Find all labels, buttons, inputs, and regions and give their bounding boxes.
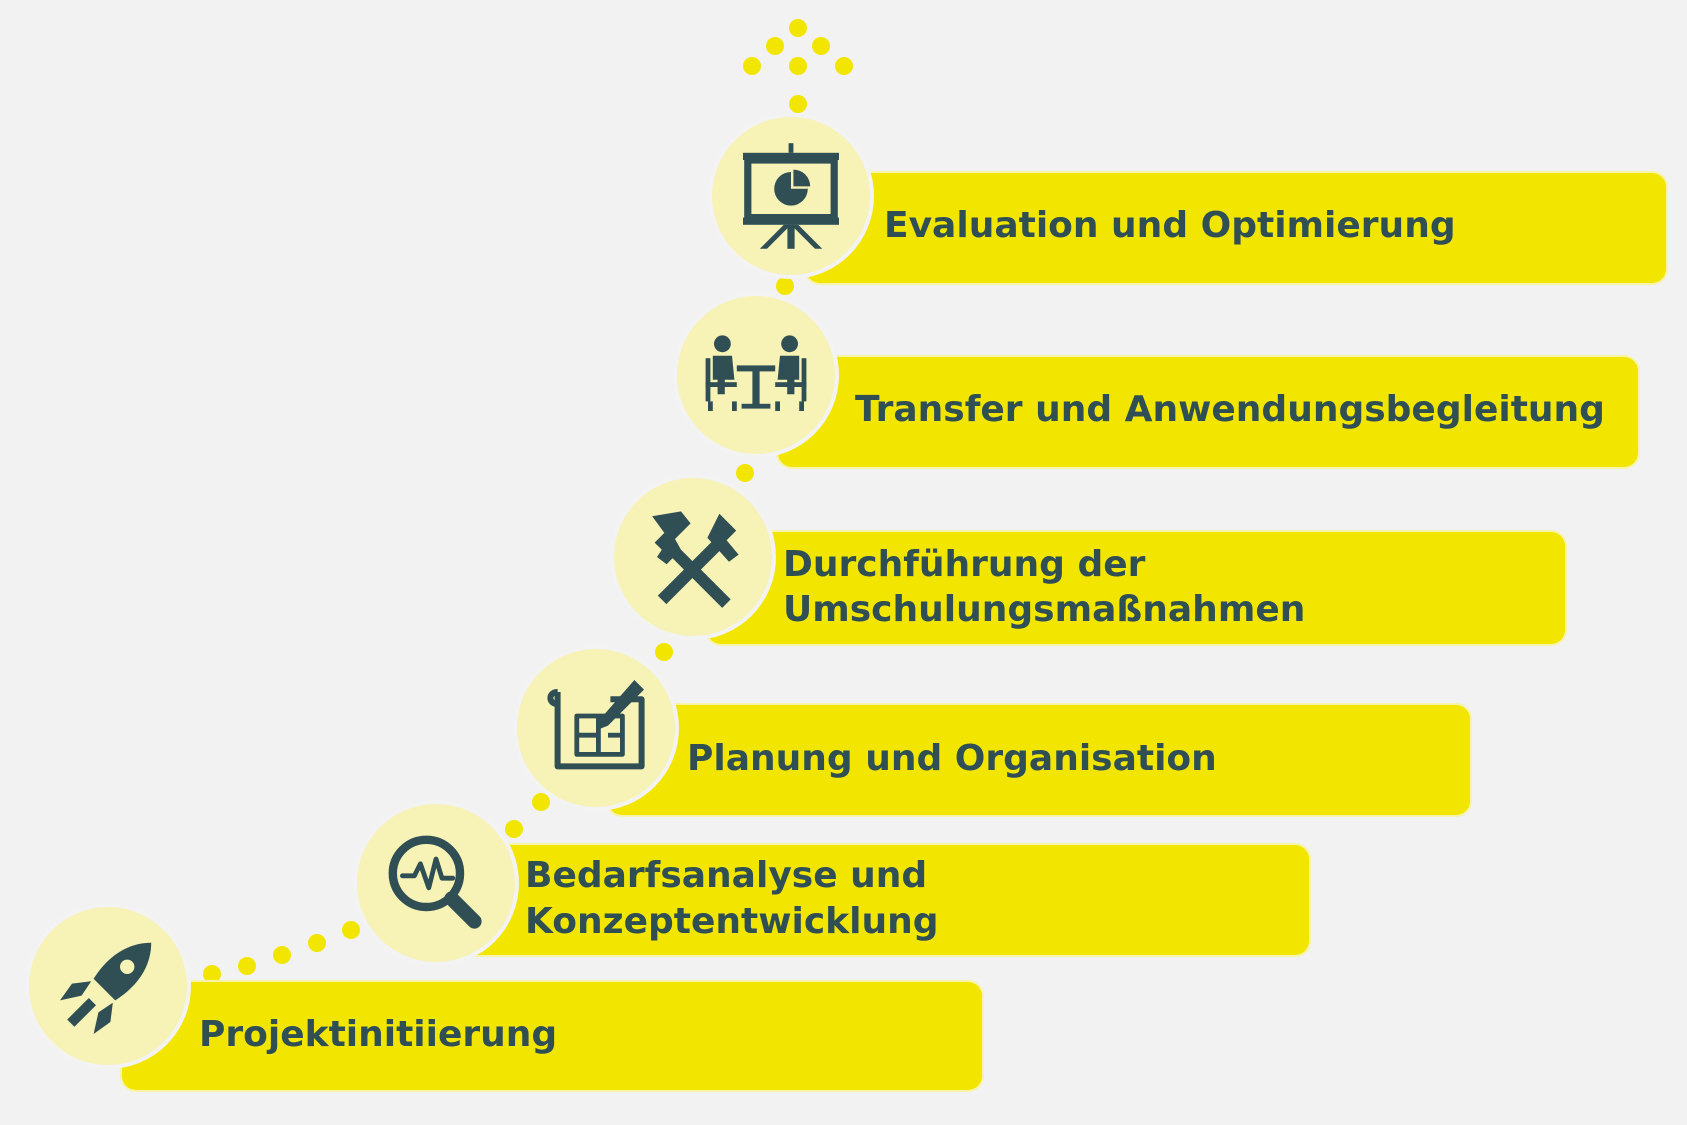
path-dot [789,57,807,75]
step-2-label-line2: Konzeptentwicklung [525,901,939,942]
presentation-icon [743,143,839,249]
step-5-circle [677,296,835,454]
magnifier-pulse-icon [388,835,482,929]
path-dot [743,57,761,75]
step-1-label: Projektinitiierung [199,1014,558,1055]
path-dot [789,95,807,113]
step-3-label: Planung und Organisation [687,738,1217,779]
step-2-circle [357,804,515,962]
path-dot [238,957,256,975]
step-2-label-line1: Bedarfsanalyse und [525,855,928,896]
path-dot [342,921,360,939]
path-dot [273,946,291,964]
step-4-circle [614,478,772,636]
step-1-circle [29,907,187,1065]
path-dot [776,277,794,295]
path-dot [789,19,807,37]
path-dot [655,643,673,661]
path-dot [505,820,523,838]
step-6-circle [712,117,870,275]
step-3-bar [608,705,1470,815]
path-dot [812,37,830,55]
step-4-label-line1: Durchführung der [783,544,1146,585]
meeting-icon [705,335,807,411]
step-5-bar [778,357,1638,467]
step-4-label-line2: Umschulungsmaßnahmen [783,589,1306,630]
path-dot [203,965,221,983]
path-dot [532,793,550,811]
path-dot [835,57,853,75]
rocket-icon [60,942,152,1034]
path-dot [736,464,754,482]
step-1-bar [122,982,982,1090]
hammers-icon [652,511,739,608]
step-2-bar [457,845,1309,955]
path-dot [308,934,326,952]
step-6-label: Evaluation und Optimierung [884,205,1456,246]
blueprint-icon [547,680,645,770]
path-dot [766,37,784,55]
step-5-label: Transfer und Anwendungsbegleitung [855,389,1605,430]
step-3-circle [517,649,675,807]
step-6-bar [806,173,1666,283]
step-4-bar [707,532,1565,644]
